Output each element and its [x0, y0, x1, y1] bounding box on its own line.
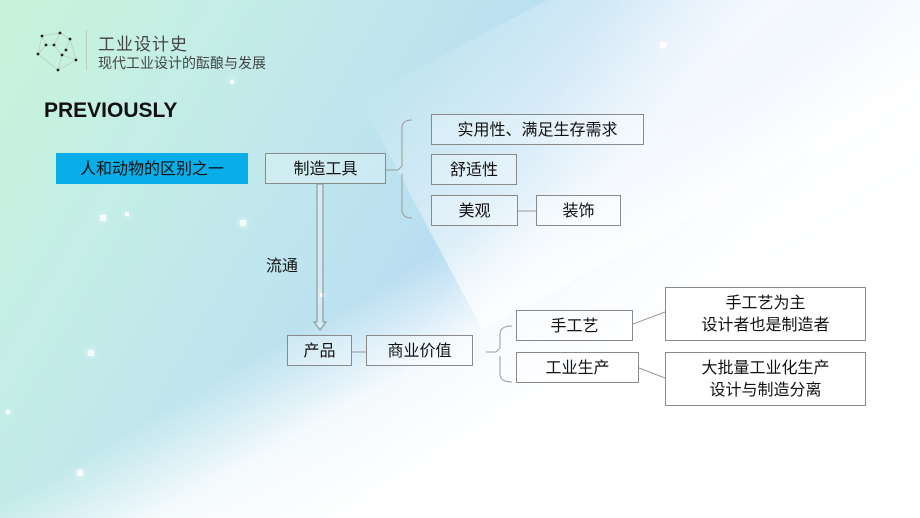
industrial-node-label: 工业生产 — [545, 357, 610, 377]
product-node-label: 产品 — [303, 340, 336, 360]
sparkle — [125, 212, 129, 216]
flow-label: 流通 — [266, 256, 299, 275]
commercial-value-node: 商业价值 — [366, 335, 473, 366]
industrial-node: 工业生产 — [516, 352, 639, 383]
sparkle — [240, 220, 246, 226]
sparkle — [100, 215, 106, 221]
decoration-node: 装饰 — [536, 195, 621, 226]
sparkle — [88, 350, 94, 356]
branch-comfort: 舒适性 — [431, 154, 517, 185]
craft-node: 手工艺 — [516, 310, 633, 341]
network-constellation-icon — [36, 31, 78, 72]
sparkle — [230, 80, 234, 84]
chapter-subtitle: 现代工业设计的酝酿与发展 — [98, 56, 266, 72]
decoration-node-label: 装饰 — [562, 200, 595, 220]
branch-practical-label: 实用性、满足生存需求 — [457, 119, 618, 139]
tool-node: 制造工具 — [265, 153, 386, 184]
industrial-description-line: 大批量工业化生产 — [701, 358, 830, 378]
craft-description-line: 设计者也是制造者 — [701, 315, 830, 334]
sparkle — [77, 470, 83, 476]
industrial-description-line: 设计与制造分离 — [709, 380, 822, 399]
branch-aesthetic-label: 美观 — [458, 200, 491, 220]
sparkle — [6, 410, 10, 414]
flow-arrow — [313, 183, 327, 331]
craft-description-line: 手工艺为主 — [725, 293, 806, 313]
course-title: 工业设计史 — [98, 35, 188, 55]
tool-node-label: 制造工具 — [293, 158, 358, 178]
root-node: 人和动物的区别之一 — [56, 153, 248, 184]
craft-node-label: 手工艺 — [550, 315, 599, 335]
sparkle — [320, 293, 324, 297]
branch-aesthetic: 美观 — [431, 195, 518, 226]
branch-comfort-label: 舒适性 — [449, 159, 498, 179]
branch-practical: 实用性、满足生存需求 — [431, 114, 644, 145]
product-node: 产品 — [287, 335, 352, 366]
header-divider — [86, 30, 87, 70]
root-node-label: 人和动物的区别之一 — [79, 158, 224, 178]
section-heading: PREVIOUSLY — [44, 99, 178, 122]
craft-description: 手工艺为主 设计者也是制造者 — [665, 287, 866, 341]
industrial-description: 大批量工业化生产 设计与制造分离 — [665, 352, 866, 406]
commercial-value-node-label: 商业价值 — [387, 340, 452, 360]
sparkle — [660, 42, 666, 48]
